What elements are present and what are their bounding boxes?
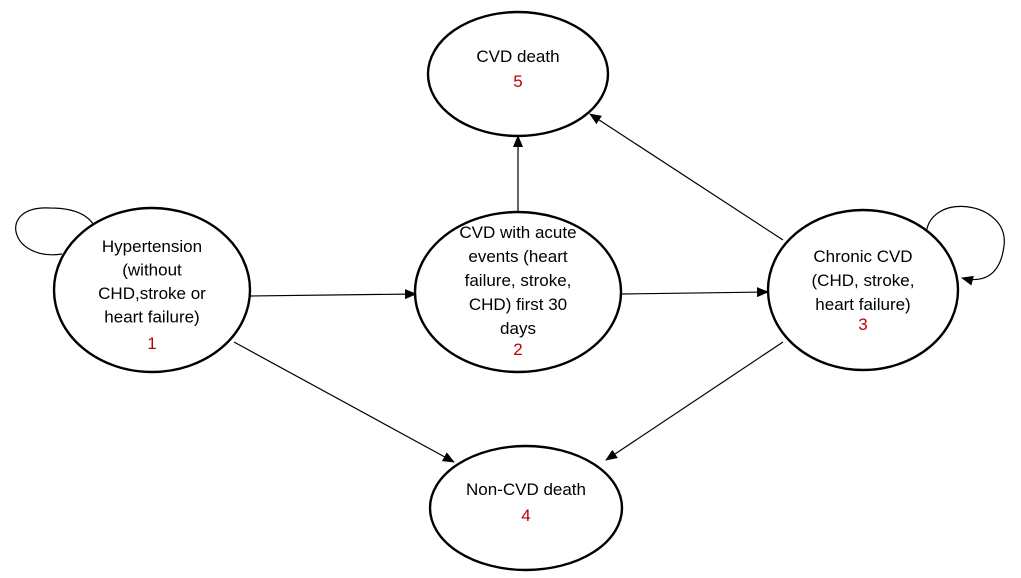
edges-layer bbox=[15, 113, 1005, 463]
state-label-line: heart failure) bbox=[815, 295, 910, 314]
state-label-cvddeath: CVD death bbox=[476, 47, 559, 66]
state-node-cvddeath: CVD death 5 bbox=[426, 10, 610, 138]
arrow-chronic-to-noncvd bbox=[605, 341, 784, 461]
state-ellipse-chronic bbox=[766, 208, 960, 372]
state-label-line: Hypertension bbox=[102, 237, 202, 256]
state-label-line: heart failure) bbox=[104, 308, 199, 327]
state-label-chronic: Chronic CVD (CHD, stroke, heart failure) bbox=[812, 247, 915, 314]
arrow-acute-to-chronic bbox=[620, 287, 769, 298]
state-label-line: CVD death bbox=[476, 47, 559, 66]
state-ellipse-acute bbox=[413, 210, 623, 374]
state-label-line: CHD,stroke or bbox=[98, 284, 206, 303]
arrow-chronic-to-cvddeath bbox=[589, 113, 784, 241]
state-ellipse-hypertension bbox=[52, 206, 252, 374]
state-number-chronic: 3 bbox=[858, 315, 867, 334]
state-label-line: failure, stroke, bbox=[465, 271, 572, 290]
state-ellipse-cvddeath bbox=[426, 10, 610, 138]
state-label-line: Non-CVD death bbox=[466, 480, 586, 499]
state-label-acute: CVD with acute events (heart failure, stro… bbox=[459, 223, 576, 338]
state-label-line: CVD with acute bbox=[459, 223, 576, 242]
state-ellipse-noncvd bbox=[428, 444, 624, 572]
state-node-acute: CVD with acute events (heart failure, stro… bbox=[413, 210, 623, 374]
state-label-line: Chronic CVD bbox=[813, 247, 912, 266]
state-label-line: days bbox=[500, 319, 536, 338]
state-number-cvddeath: 5 bbox=[513, 72, 522, 91]
state-number-acute: 2 bbox=[513, 340, 522, 359]
arrow-hypertension-to-acute bbox=[249, 289, 417, 300]
state-label-line: events (heart bbox=[468, 247, 567, 266]
state-node-noncvd: Non-CVD death 4 bbox=[428, 444, 624, 572]
self-loop-arrow-chronic bbox=[925, 205, 1005, 286]
state-node-chronic: Chronic CVD (CHD, stroke, heart failure)3 bbox=[766, 208, 960, 372]
state-label-line: (CHD, stroke, bbox=[812, 271, 915, 290]
state-number-noncvd: 4 bbox=[521, 506, 530, 525]
state-number-hypertension: 1 bbox=[147, 334, 156, 353]
state-label-noncvd: Non-CVD death bbox=[466, 480, 586, 499]
state-label-line: CHD) first 30 bbox=[469, 295, 567, 314]
arrow-hypertension-to-noncvd bbox=[233, 341, 455, 463]
self-loop-arrow-hypertension bbox=[15, 207, 103, 256]
state-label-line: (without bbox=[122, 261, 182, 280]
